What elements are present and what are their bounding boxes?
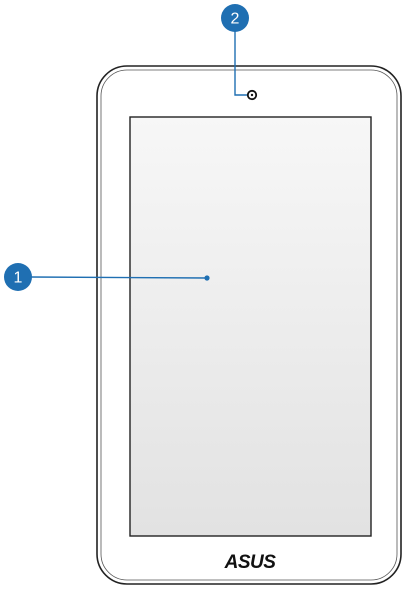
tablet-inner-bezel bbox=[100, 69, 398, 581]
callout-2-badge: 2 bbox=[221, 4, 249, 32]
camera-lens-icon bbox=[246, 89, 258, 101]
callout-2-number: 2 bbox=[231, 11, 240, 28]
callout-1-leader-line bbox=[29, 276, 208, 279]
callout-1-target-dot bbox=[204, 275, 210, 281]
callout-1-badge: 1 bbox=[4, 263, 32, 291]
callout-2-leader-line bbox=[234, 22, 247, 96]
brand-logo: ASUS bbox=[224, 552, 277, 573]
touch-screen-display bbox=[129, 116, 372, 537]
callout-1-number: 1 bbox=[14, 270, 23, 287]
